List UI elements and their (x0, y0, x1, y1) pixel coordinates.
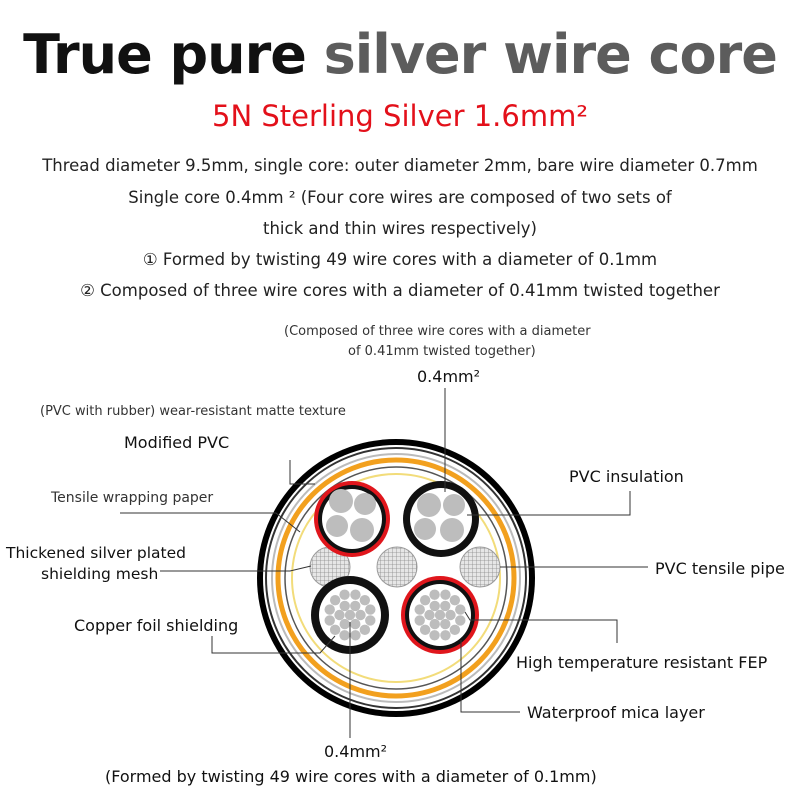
leader-fep (464, 611, 618, 643)
mica-label: Waterproof mica layer (527, 703, 705, 722)
wire-strand (440, 518, 464, 542)
wire-strand (429, 600, 440, 612)
wire-strand (429, 630, 440, 641)
wire-strand (414, 615, 425, 626)
wire-strand (339, 618, 350, 630)
fep-label: High temperature resistant FEP (516, 653, 768, 672)
wire-strand (350, 589, 361, 600)
copper-foil-label: Copper foil shielding (74, 616, 239, 635)
wire-strand (365, 615, 376, 626)
wrapping-paper-label: Tensile wrapping paper (51, 490, 214, 506)
leader-mica (460, 640, 520, 713)
wire-strand (350, 600, 361, 612)
wire-strand (440, 589, 451, 600)
leader-shield-mesh (160, 565, 312, 572)
top-size-label: 0.4mm² (417, 367, 481, 386)
leader-wrapping-paper (120, 512, 301, 533)
wire-strand (326, 515, 348, 537)
wire-strand (355, 609, 366, 621)
description-line: thick and thin wires respectively) (263, 219, 537, 238)
wire-strand (365, 604, 376, 615)
title-part-1: True pure (23, 23, 324, 86)
wire-strand (414, 604, 425, 615)
wire-strand (350, 618, 361, 630)
wire-strand (417, 493, 441, 517)
page-title: True pure silver wire core (0, 18, 800, 92)
wire-strand (354, 493, 376, 515)
wire-strand (350, 630, 361, 641)
description-line: Thread diameter 9.5mm, single core: oute… (42, 156, 758, 175)
conductor-bottom-right (401, 576, 479, 654)
wire-strand (419, 624, 431, 636)
wire-strand (359, 594, 371, 606)
bottom-size-label: 0.4mm² (324, 742, 388, 761)
leader-copper-foil (211, 635, 336, 654)
mica-ring (291, 473, 501, 683)
wire-strand (324, 604, 335, 615)
wire-strand (429, 618, 440, 630)
wire-strand (443, 494, 465, 516)
wire-strand (429, 589, 440, 600)
top-note-line-1: (Composed of three wire cores with a dia… (284, 324, 591, 339)
conductor-bottom-left (311, 576, 389, 654)
wire-strand (359, 624, 371, 636)
pvc-tensile-pipe (376, 546, 418, 588)
wire-strand (339, 630, 350, 641)
pvc-tensile-pipe (459, 546, 501, 588)
wire-strand (455, 604, 466, 615)
description-line: ② Composed of three wire cores with a di… (80, 281, 720, 300)
wire-strand (339, 600, 350, 612)
leader-modified-pvc (289, 460, 315, 485)
inner-sheath-ring (284, 466, 508, 690)
wire-strand (449, 594, 461, 606)
shield-mesh-ring (271, 453, 521, 703)
description-line: Single core 0.4mm ² (Four core wires are… (128, 188, 672, 207)
subtitle: 5N Sterling Silver 1.6mm² (212, 99, 588, 133)
wire-strand (440, 600, 451, 612)
bottom-note: (Formed by twisting 49 wire cores with a… (105, 767, 597, 786)
wire-strand (329, 489, 353, 513)
top-note-line-2: of 0.41mm twisted together) (348, 344, 536, 359)
description-line: ① Formed by twisting 49 wire cores with … (142, 250, 658, 269)
wire-strand (440, 630, 451, 641)
wire-strand (329, 624, 341, 636)
wire-strand (434, 609, 446, 621)
pvc-insulation-label: PVC insulation (569, 467, 684, 486)
shield-mesh-label-1: Thickened silver plated (6, 544, 186, 562)
wire-strand (324, 615, 335, 626)
title-part-2: silver wire core (323, 23, 778, 86)
wire-strand (440, 618, 451, 630)
modified-pvc-label: Modified PVC (124, 433, 230, 452)
wire-strand (329, 594, 341, 606)
wire-strand (344, 609, 356, 621)
wire-strand (414, 518, 436, 540)
wire-strand (455, 615, 466, 626)
wire-strand (339, 589, 350, 600)
leader-pvc-insulation (467, 491, 631, 516)
wire-strand (350, 518, 374, 542)
texture-label: (PVC with rubber) wear-resistant matte t… (40, 404, 346, 419)
pvc-tensile-pipe-label: PVC tensile pipe (655, 559, 785, 578)
wire-strand (424, 609, 435, 621)
wire-strand (445, 609, 456, 621)
shield-mesh-label-2: shielding mesh (41, 565, 159, 583)
wire-strand (419, 594, 431, 606)
wire-strand (334, 609, 345, 621)
copper-foil-ring (275, 457, 517, 699)
paper-ring (265, 447, 527, 709)
wire-strand (449, 624, 461, 636)
